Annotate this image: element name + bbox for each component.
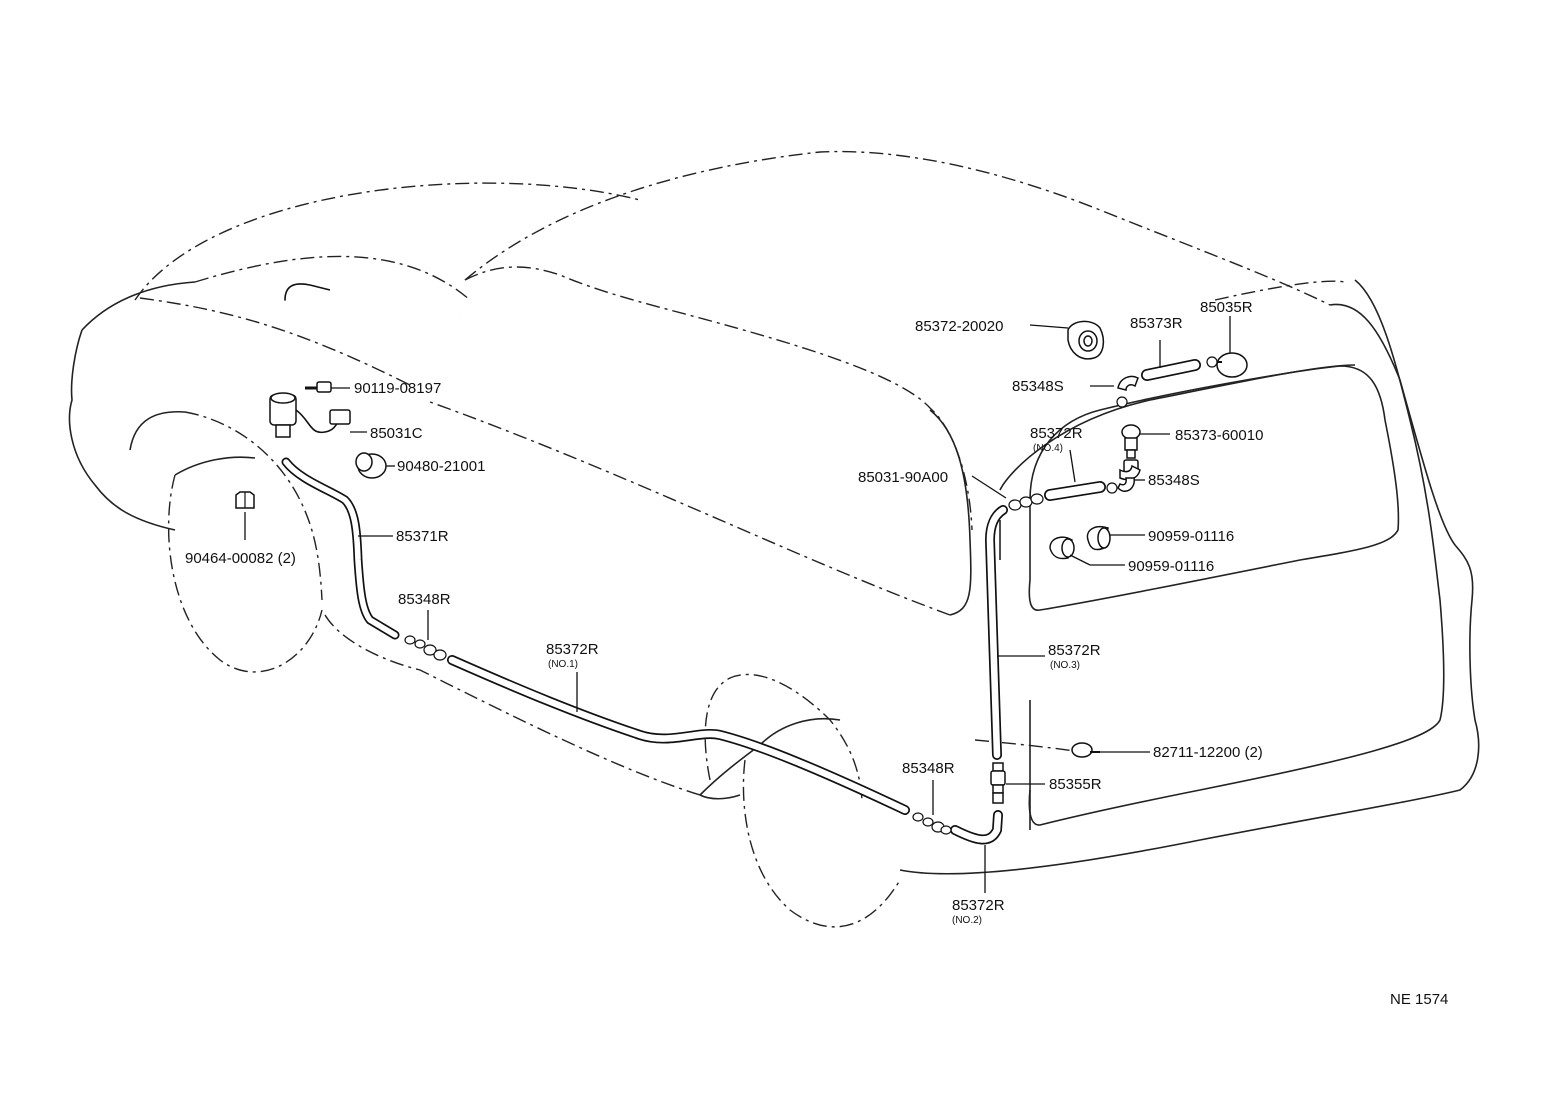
valve-icon-tailgate (1121, 424, 1141, 473)
joint-icon-front (404, 635, 447, 661)
elbow-icon-upper (1116, 375, 1139, 408)
joint-icon-tailgate (1008, 493, 1044, 511)
leader-lines (244, 316, 1231, 893)
washer-hoses (281, 283, 1201, 845)
diagram-code: NE 1574 (1390, 991, 1448, 1008)
label-85031c: 85031C (370, 425, 423, 442)
bolt-icon (305, 381, 332, 393)
grommet-icon (355, 452, 387, 479)
label-85348s-lower: 85348S (1148, 472, 1200, 489)
label-85372r-no3: 85372R (1048, 642, 1101, 659)
label-90119-08197: 90119-08197 (354, 380, 441, 397)
label-85373-60010: 85373-60010 (1175, 427, 1263, 444)
label-85372r-no1: 85372R (546, 641, 599, 658)
vehicle-body-outline (68, 150, 1480, 928)
check-valve-icon (990, 762, 1006, 804)
grommet-icon-top (1067, 320, 1105, 360)
label-85371r: 85371R (396, 528, 449, 545)
label-85372r-no1-sub: (NO.1) (548, 659, 578, 670)
label-85372r-no4-sub: (NO.4) (1033, 443, 1063, 454)
part-labels: 90119-08197 85031C 90480-21001 90464-000… (185, 299, 1448, 1008)
label-85372-20020: 85372-20020 (915, 318, 1003, 335)
label-85031-90a00: 85031-90A00 (858, 469, 948, 486)
label-85372r-no2-sub: (NO.2) (952, 915, 982, 926)
joint-icon-rear (912, 812, 952, 835)
washer-pump-icon (269, 392, 351, 438)
grommet-icon-lower (1049, 536, 1075, 560)
elbow-icon-lower (1106, 464, 1141, 494)
nozzle-icon (1206, 352, 1248, 378)
label-85355r: 85355R (1049, 776, 1102, 793)
label-85348r-front: 85348R (398, 591, 451, 608)
label-85372r-no4: 85372R (1030, 425, 1083, 442)
label-85372r-no3-sub: (NO.3) (1050, 660, 1080, 671)
label-85035r: 85035R (1200, 299, 1253, 316)
label-90959-01116-upper: 90959-01116 (1148, 528, 1234, 545)
label-85348s-upper: 85348S (1012, 378, 1064, 395)
clamp-icon (1071, 742, 1100, 758)
washer-components (235, 320, 1248, 835)
label-90480-21001: 90480-21001 (397, 458, 485, 475)
grommet-icon-upper (1086, 526, 1111, 551)
label-85373r: 85373R (1130, 315, 1183, 332)
label-85348r-rear: 85348R (902, 760, 955, 777)
clip-icon (235, 491, 255, 509)
label-82711-12200: 82711-12200 (2) (1153, 744, 1263, 761)
label-90959-01116-lower: 90959-01116 (1128, 558, 1214, 575)
label-90464-00082: 90464-00082 (2) (185, 550, 296, 567)
label-85372r-no2: 85372R (952, 897, 1005, 914)
